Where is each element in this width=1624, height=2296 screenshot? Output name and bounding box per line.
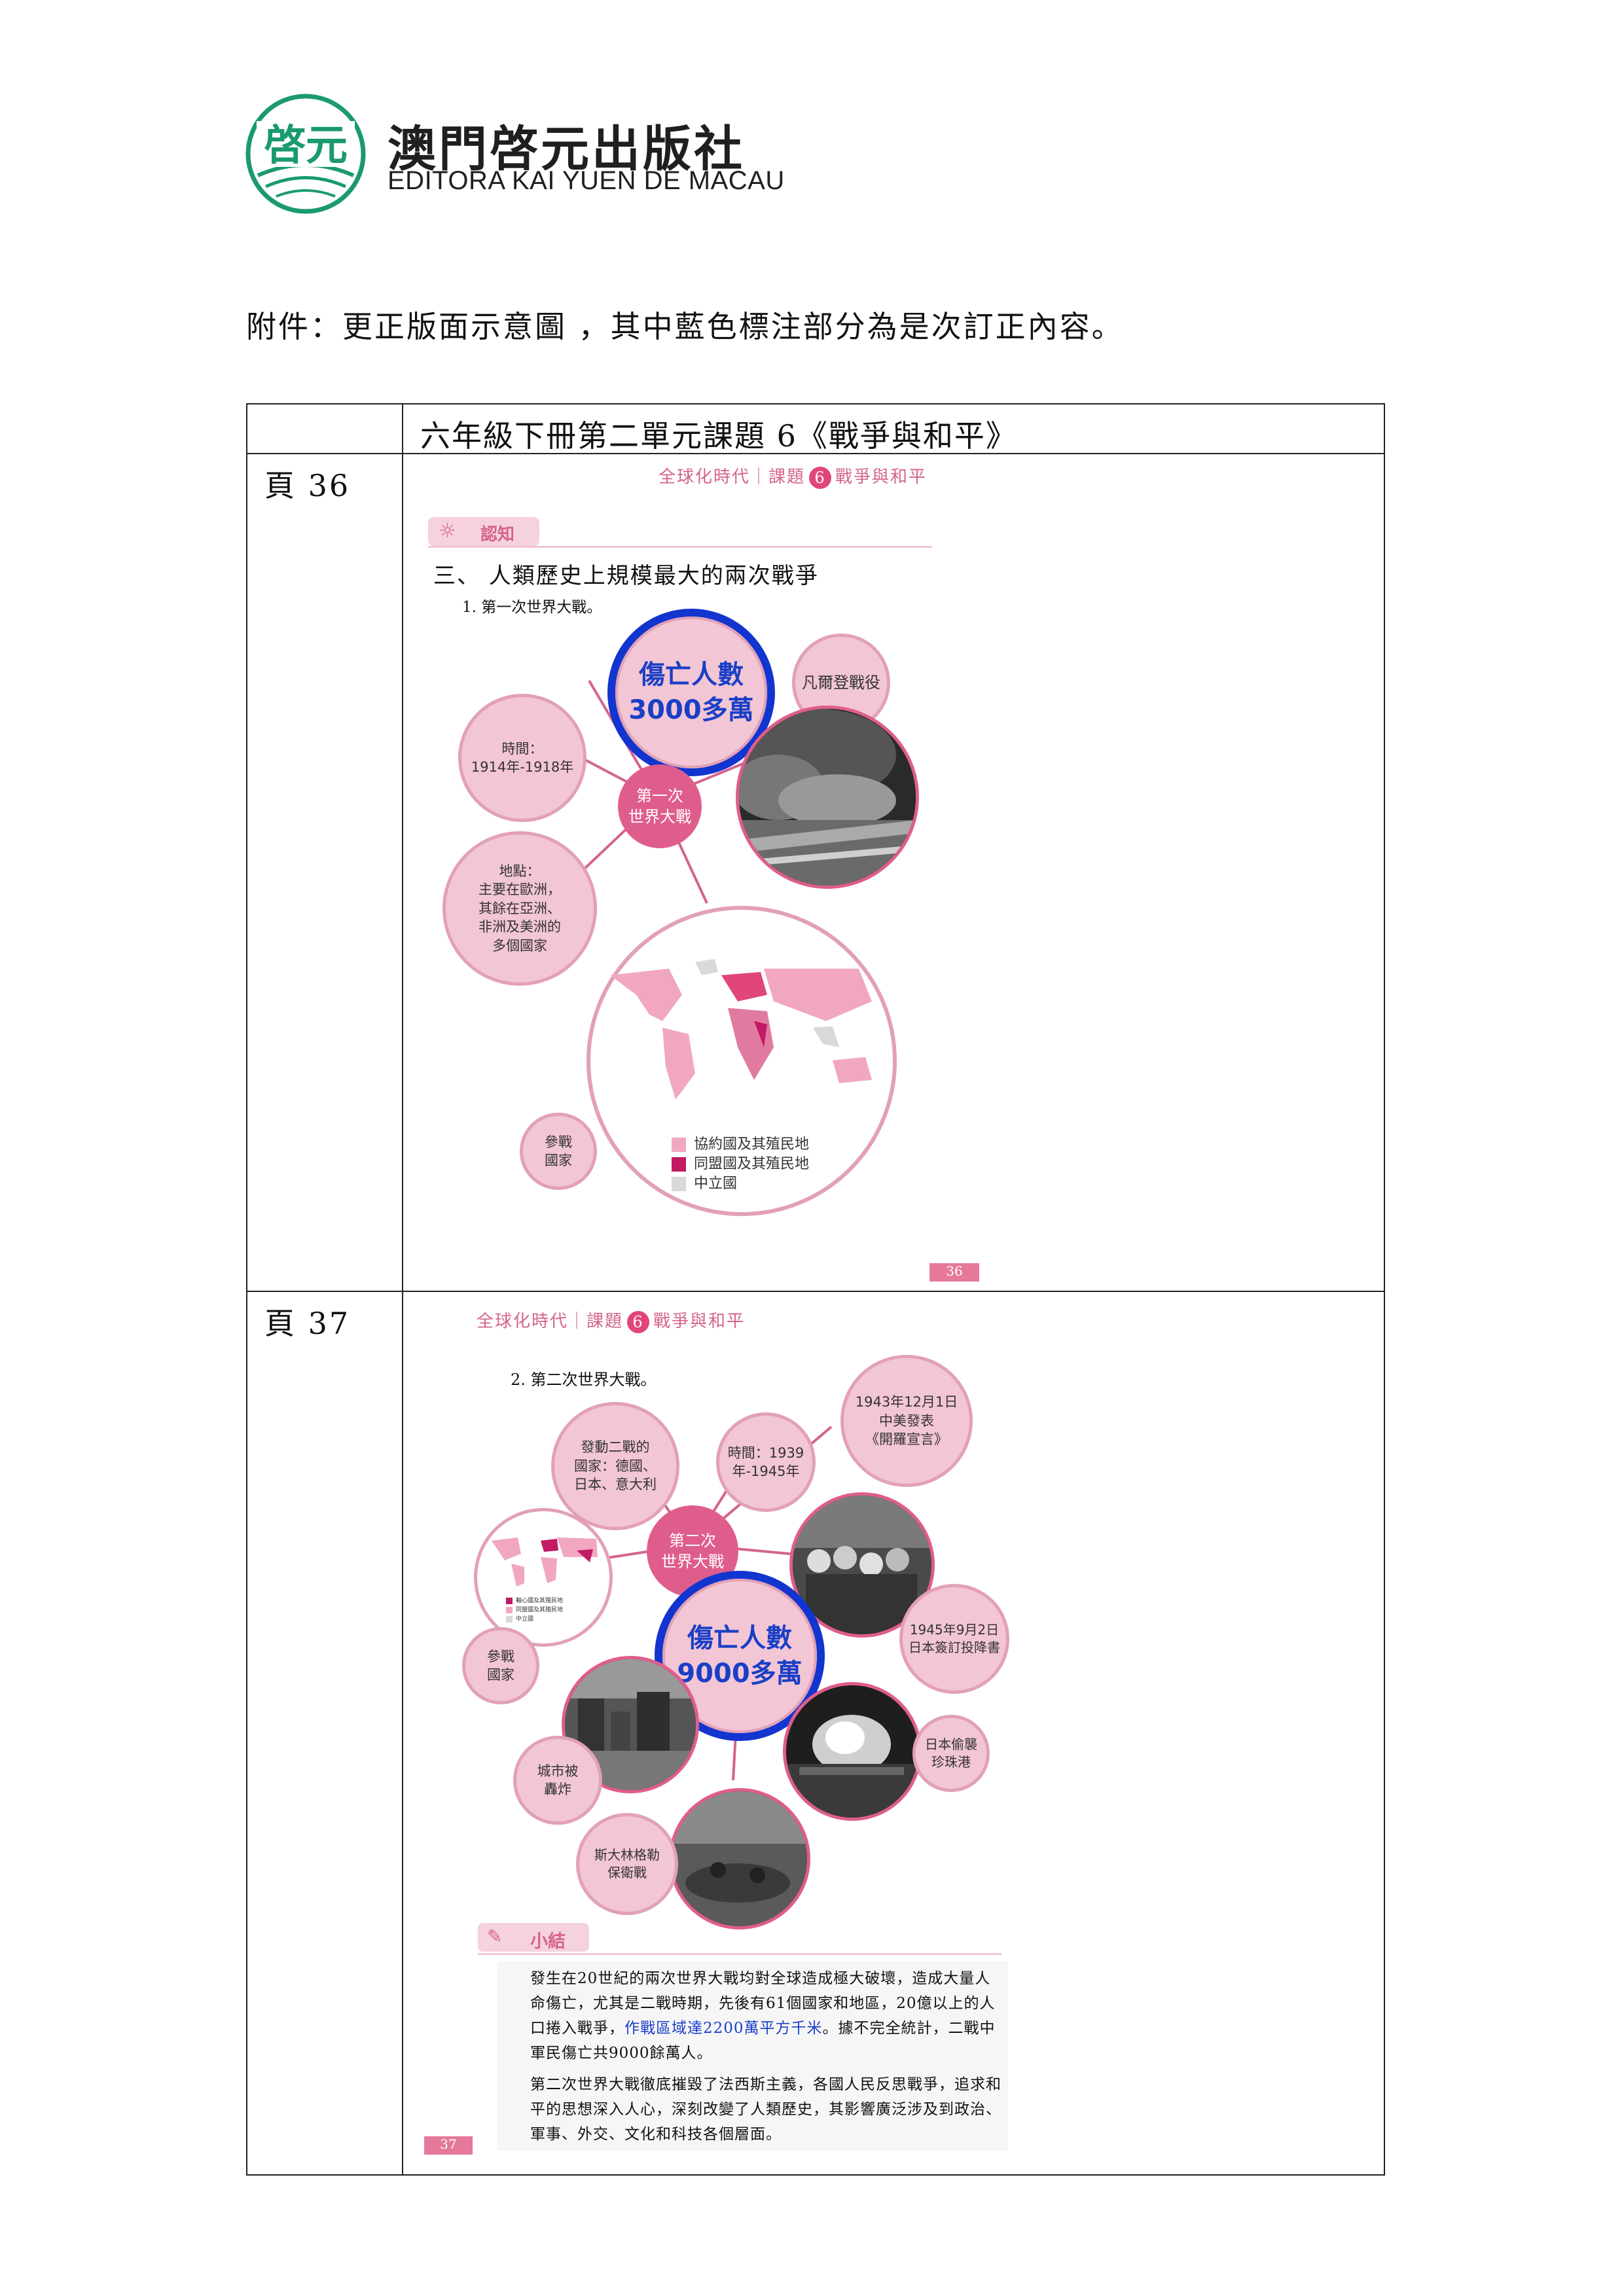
p37-summary-paragraph-1: 發生在20世紀的兩次世界大戰均對全球造成極大破壞，造成大量人命傷亡，尤其是二戰時… (530, 1966, 1001, 2066)
p37-summary-bar: ✎ 小結 (478, 1922, 1001, 1955)
p37-world-map: 軸心國及其殖民地 同盟國及其殖民地 中立國 (474, 1508, 613, 1647)
legend-item: 同盟國及其殖民地 (672, 1155, 809, 1174)
p37-page-number: 37 (424, 2136, 473, 2155)
p37-time-label: 時間：1939 年-1945年 (716, 1412, 816, 1512)
correction-table: 六年級下冊第二單元課題 6《戰爭與和平》 頁 36 頁 37 (246, 403, 1385, 2176)
p36-center-node: 第一次 世界大戰 (618, 764, 702, 848)
p36-time-label: 時間： 1914年-1918年 (458, 694, 586, 822)
p37-pearl-label: 日本偷襲 珍珠港 (912, 1715, 990, 1792)
p37-header-prefix: 全球化時代｜課題 (477, 1312, 624, 1331)
page-label-37: 頁 37 (264, 1306, 351, 1341)
p37-casualty-value: 9000多萬 (677, 1659, 803, 1689)
table-row-divider (247, 453, 1384, 454)
publisher-logo: 啓元 (245, 94, 366, 214)
world-map-image (492, 1537, 598, 1587)
p37-casualty-label: 傷亡人數 (687, 1623, 792, 1653)
publisher-name-en: EDITORA KAI YUEN DE MACAU (388, 166, 785, 195)
p37-initiators-label: 發動二戰的 國家：德國、 日本、意大利 (551, 1402, 679, 1530)
legend-label: 同盟國及其殖民地 (516, 1606, 564, 1613)
p36-lesson-badge: 6 (809, 467, 832, 489)
legend-label: 中立國 (694, 1175, 738, 1193)
p36-map-legend: 協約國及其殖民地 同盟國及其殖民地 中立國 (672, 1135, 809, 1194)
legend-label: 協約國及其殖民地 (694, 1136, 810, 1153)
p36-section-bar: ☼ 認知 (428, 517, 932, 548)
p36-header-suffix: 戰爭與和平 (835, 467, 928, 487)
p36-page-number: 36 (929, 1263, 979, 1282)
summary-text: 。據不完全統計，二戰中軍民傷亡共9000餘萬人。 (530, 2020, 996, 2062)
p36-section-tag: 認知 (480, 525, 515, 545)
p36-place-label: 地點： 主要在歐洲， 其餘在亞洲、 非洲及美洲的 多個國家 (442, 831, 597, 986)
p37-surrender-label: 1945年9月2日 日本簽訂投降書 (899, 1584, 1009, 1694)
table-row-divider (247, 1291, 1384, 1292)
p36-casualty-value: 3000多萬 (628, 695, 754, 725)
p37-stalingrad-photo (669, 1788, 810, 1929)
p36-countries-label: 參戰 國家 (520, 1113, 597, 1190)
legend-item: 協約國及其殖民地 (672, 1135, 809, 1155)
legend-item: 同盟國及其殖民地 (506, 1605, 563, 1615)
pearl-harbor-explosion-image (786, 1685, 918, 1818)
p37-subheading: 2. 第二次世界大戰。 (511, 1371, 657, 1389)
p37-center-node: 第二次 世界大戰 (647, 1505, 738, 1597)
table-column-divider (402, 404, 403, 2174)
publisher-name-cn: 澳門啓元出版社 (388, 121, 745, 177)
p36-battle-photo (736, 706, 919, 889)
p36-subheading: 1. 第一次世界大戰。 (462, 599, 602, 616)
page-label-36: 頁 36 (264, 468, 351, 503)
legend-item: 中立國 (672, 1174, 809, 1194)
p37-stalingrad-label: 斯大林格勒 保衛戰 (576, 1813, 678, 1915)
p37-cairo-label: 1943年12月1日 中美發表 《開羅宣言》 (840, 1355, 973, 1487)
p37-bombed-label: 城市被 轟炸 (513, 1736, 602, 1825)
summary-text: 發生在20世紀的兩次世界大戰均對全球造成極大破壞，造成大量人命傷亡，尤其是二戰時… (530, 1970, 996, 2037)
p37-summary-tag: 小結 (530, 1931, 566, 1952)
p37-countries-label: 參戰 國家 (462, 1627, 539, 1704)
table-title: 六年級下冊第二單元課題 6《戰爭與和平》 (420, 418, 1017, 454)
intro-text: 附件：更正版面示意圖 ，其中藍色標注部分為是次訂正內容。 (246, 309, 1124, 344)
p37-lesson-badge: 6 (627, 1311, 650, 1333)
legend-item: 中立國 (506, 1615, 563, 1624)
p36-heading: 三、 人類歷史上規模最大的兩次戰爭 (433, 563, 819, 589)
stalingrad-battle-image (672, 1791, 807, 1926)
legend-label: 中立國 (516, 1615, 534, 1623)
p36-world-map: 協約國及其殖民地 同盟國及其殖民地 中立國 (586, 906, 897, 1216)
battlefield-smoke-image (739, 709, 916, 886)
p37-map-legend: 軸心國及其殖民地 同盟國及其殖民地 中立國 (506, 1596, 563, 1624)
p37-pearl-harbor-photo (783, 1682, 922, 1821)
summary-corrected-text: 作戰區域達2200萬平方千米 (624, 2020, 823, 2037)
lightbulb-icon: ☼ (439, 520, 456, 543)
logo-text: 啓元 (264, 122, 348, 170)
p37-header-suffix: 戰爭與和平 (653, 1312, 746, 1331)
p36-casualty-label: 傷亡人數 (639, 660, 744, 690)
notepad-icon: ✎ (487, 1926, 503, 1947)
legend-label: 同盟國及其殖民地 (694, 1156, 810, 1173)
legend-label: 軸心國及其殖民地 (516, 1597, 564, 1604)
world-map-image (610, 959, 872, 1100)
p37-summary-box (497, 1961, 1008, 2151)
p37-summary-paragraph-2: 第二次世界大戰徹底摧毀了法西斯主義，各國人民反思戰爭，追求和平的思想深入人心，深… (530, 2076, 1001, 2143)
legend-item: 軸心國及其殖民地 (506, 1596, 563, 1605)
p36-header-prefix: 全球化時代｜課題 (659, 467, 806, 487)
